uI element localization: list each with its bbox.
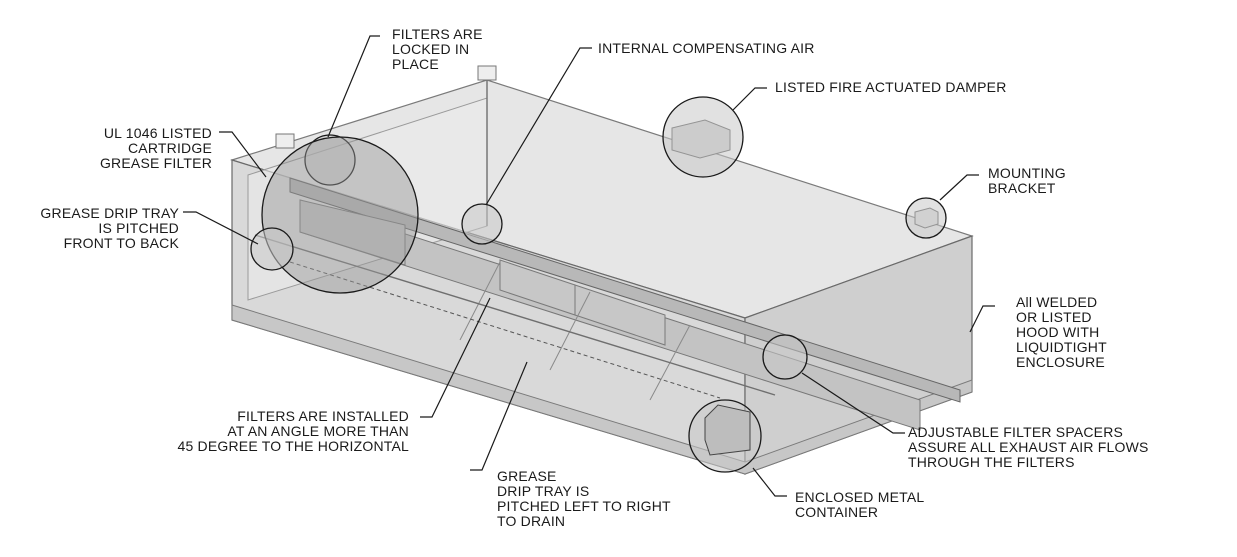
drip-tray-edge xyxy=(254,234,776,396)
filter-divider xyxy=(459,261,501,341)
callout-ul-filter: UL 1046 LISTED CARTRIDGE GREASE FILTER xyxy=(99,125,212,171)
filter-lock-bubble xyxy=(304,134,356,186)
leader-drip-tray-front xyxy=(183,211,259,245)
callout-filter-spacers: ADJUSTABLE FILTER SPACERS ASSURE ALL EXH… xyxy=(908,424,1149,470)
drip-tray-pitch xyxy=(289,261,721,399)
callout-mounting-bracket: MOUNTING BRACKET xyxy=(988,165,1066,196)
compensating-air-bubble xyxy=(461,203,503,245)
metal-container-box xyxy=(704,404,751,456)
cartridge-filter-bubble xyxy=(261,136,419,294)
leader-internal-air xyxy=(485,47,592,206)
callout-filter-angle: FILTERS ARE INSTALLED AT AN ANGLE MORE T… xyxy=(177,408,409,454)
leader-filter-angle xyxy=(420,297,491,418)
drip-tray-bubble xyxy=(250,227,294,271)
callout-fire-damper: LISTED FIRE ACTUATED DAMPER xyxy=(775,79,1007,95)
leader-mounting-bracket xyxy=(939,174,979,201)
callout-drip-tray-left: GREASE DRIP TRAY IS PITCHED LEFT TO RIGH… xyxy=(497,468,671,529)
leader-fire-damper xyxy=(732,87,767,111)
top-tab xyxy=(477,65,497,81)
filter-panel xyxy=(574,284,666,346)
callout-welded-hood: All WELDED OR LISTED HOOD WITH LIQUIDTIG… xyxy=(1016,294,1107,370)
callout-internal-air: INTERNAL COMPENSATING AIR xyxy=(598,40,815,56)
leader-metal-container xyxy=(752,467,787,497)
leader-welded-hood xyxy=(969,305,995,333)
callout-filters-locked: FILTERS ARE LOCKED IN PLACE xyxy=(392,26,483,72)
filter-spacer-bubble xyxy=(762,334,808,380)
mounting-bracket-bubble xyxy=(905,197,947,239)
top-tab xyxy=(275,133,295,149)
filter-panel xyxy=(299,199,406,266)
leader-ul-filter xyxy=(219,131,267,178)
callout-metal-container: ENCLOSED METAL CONTAINER xyxy=(795,489,925,520)
filter-divider xyxy=(549,291,591,371)
leader-drip-tray-left xyxy=(470,361,528,471)
callout-drip-tray-front: GREASE DRIP TRAY IS PITCHED FRONT TO BAC… xyxy=(40,205,179,251)
leader-filter-spacers xyxy=(801,372,905,434)
leader-filters-locked xyxy=(327,35,380,138)
fire-damper-bubble xyxy=(662,96,744,178)
